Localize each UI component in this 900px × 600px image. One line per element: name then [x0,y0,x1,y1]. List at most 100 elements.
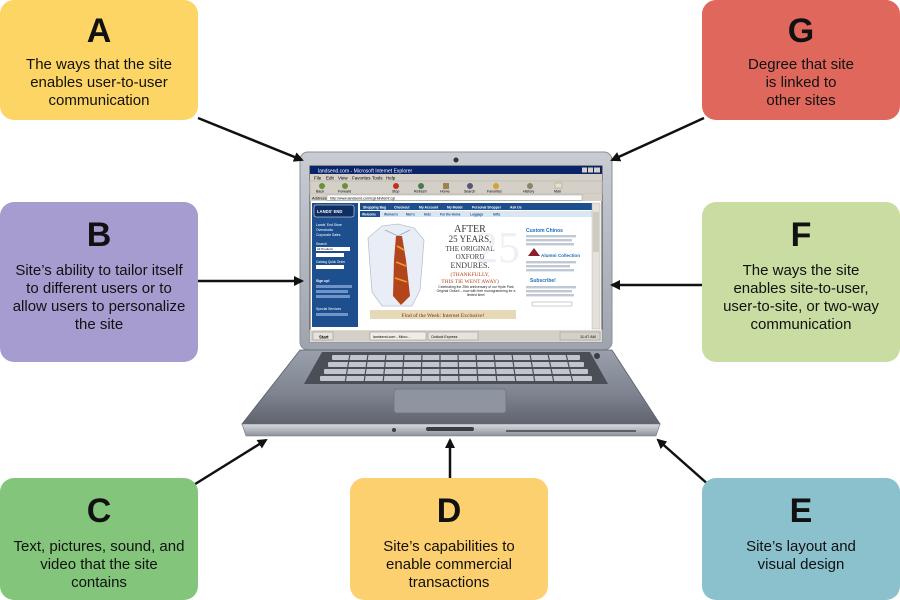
site-logo[interactable] [313,204,355,218]
home-icon[interactable] [443,183,449,189]
stop-icon[interactable] [393,183,399,189]
favorites-icon[interactable] [493,183,499,189]
sidebar-select[interactable] [316,247,350,251]
right-text-line [526,243,574,246]
sidebar-search-input[interactable] [316,253,344,257]
subscribe-email-input[interactable] [531,301,573,307]
nav-checkout[interactable]: Checkout [394,205,410,209]
page-scrollbar[interactable] [591,202,601,330]
subscribe-heading[interactable]: Subscribe! [530,278,556,284]
nav-my-account[interactable]: My Account [419,205,439,209]
taskbar-outlook-label: Outlook Express [431,335,458,339]
box-e-letter: E [789,492,813,530]
toolbar-history[interactable]: History [523,190,534,194]
toolbar-forward[interactable]: Forward [338,190,351,194]
headline-line-7: THIS TIE WENT AWAY) [441,278,499,285]
sidebar-item-store[interactable]: Lands' End Store [316,223,342,227]
maximize-icon[interactable] [588,167,593,173]
sidebar-text-line [316,290,348,293]
nav-ask-us[interactable]: Ask Us [510,205,522,209]
address-input[interactable] [326,194,583,201]
tab-welcome[interactable]: Welcome [362,213,376,217]
scrollbar-thumb[interactable] [593,212,599,252]
sidebar-item-search[interactable]: Search [316,242,327,246]
toolbar-home[interactable]: Home [440,190,450,194]
tab-mens[interactable]: Men's [406,213,415,217]
start-button[interactable] [312,331,334,341]
custom-chinos-heading[interactable]: Custom Chinos [526,228,563,234]
power-button[interactable] [594,353,600,359]
keyboard-keys [320,355,592,381]
box-g-text: Degree that site is linked to other site… [748,56,854,109]
connector-arrows [191,116,711,488]
site-logo-text: LANDS' END [317,209,342,214]
trackpad[interactable] [393,388,507,414]
box-d: D Site’s capabilities to enable commerci… [350,478,548,600]
box-c-letter: C [86,492,112,530]
toolbar-mail[interactable]: Mail [554,190,561,194]
menu-file[interactable]: File [314,176,322,181]
sidebar-signup[interactable]: Sign up! [316,279,330,283]
tab-womens[interactable]: Women's [384,213,398,217]
nav-my-model[interactable]: My Model [447,205,463,209]
tab-luggage[interactable]: Luggage [470,213,484,217]
arrow-e [656,438,711,487]
tab-gifts[interactable]: Gifts [493,213,500,217]
menu-view[interactable]: View [338,176,348,181]
toolbar-stop[interactable]: Stop [392,190,399,194]
refresh-icon[interactable] [418,183,424,189]
box-b-letter: B [86,216,112,254]
tab-home[interactable]: For the Home [440,213,461,217]
mail-icon[interactable] [554,182,563,189]
find-of-week-banner[interactable] [370,310,516,319]
arrow-a [197,116,304,162]
window-title: landsend.com - Microsoft Internet Explor… [318,169,413,175]
taskbar-browser-button[interactable] [369,331,427,341]
sidebar-order-input[interactable] [316,265,344,269]
alumni-icon [528,248,540,256]
sidebar-item-overstocks[interactable]: Overstocks [316,228,333,232]
close-icon[interactable] [594,167,600,173]
back-icon[interactable] [319,183,325,189]
tab-kids[interactable]: Kids [424,213,431,217]
sidebar-quick-order[interactable]: Catalog Quick Order [316,260,346,264]
system-tray [559,331,601,341]
headline-line-3: THE ORIGINAL [445,245,494,253]
webcam-icon [453,157,459,163]
site-top-nav [360,203,598,210]
taskbar-outlook-button[interactable] [427,331,479,341]
menu-help[interactable]: Help [386,176,396,181]
menu-bar [310,174,602,181]
search-icon[interactable] [467,183,473,189]
menu-tools[interactable]: Tools [372,176,383,181]
right-text-line [526,235,576,238]
start-button-label: Start [319,334,329,339]
toolbar-back[interactable]: Back [316,190,324,194]
menu-edit[interactable]: Edit [326,176,335,181]
box-g: G Degree that site is linked to other si… [702,0,900,120]
box-a: A The ways that the site enables user-to… [0,0,198,120]
toolbar-search[interactable]: Search [464,190,475,194]
menu-favorites[interactable]: Favorites [352,176,371,181]
nav-personal-shopper[interactable]: Personal Shopper [472,205,502,209]
box-b: B Site’s ability to tailor itself to dif… [0,202,198,362]
sidebar-special-services[interactable]: Special Services [316,307,341,311]
minimize-icon[interactable] [582,167,587,173]
key-dividers [344,353,574,384]
nav-shopping-bag[interactable]: Shopping Bag [363,205,386,209]
shirt-and-tie-image[interactable] [367,223,425,307]
alumni-collection-heading[interactable]: Alumni Collection [541,253,580,258]
headline-line-6: (THANKFULLY, [451,271,491,278]
right-text-line [526,294,574,297]
forward-icon[interactable] [342,183,348,189]
toolbar-favorites[interactable]: Favorites [487,190,502,194]
right-text-line [526,265,570,268]
box-f-text: The ways the site enables site-to-user, … [723,262,879,333]
history-icon[interactable] [527,183,533,189]
box-a-letter: A [86,12,112,50]
sidebar-item-corporate[interactable]: Corporate Sales [316,233,341,237]
sidebar-select-value: All Products [317,247,334,251]
hero-copy-wrap: Celebrating the 25th anniversary of our … [437,285,516,297]
toolbar-refresh[interactable]: Refresh [414,190,427,194]
